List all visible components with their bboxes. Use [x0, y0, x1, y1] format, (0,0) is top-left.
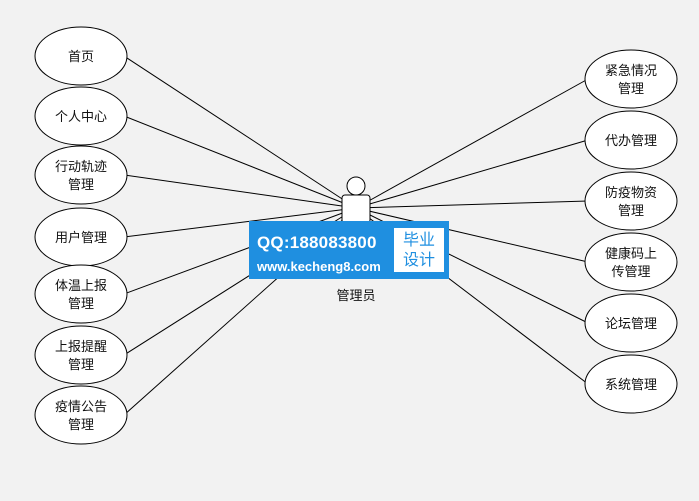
actor-head [346, 176, 366, 196]
actor-label: 管理员 [336, 289, 375, 304]
use-case-ellipse [34, 86, 128, 146]
left-association-3 [123, 174, 357, 209]
use-case-ellipse [584, 354, 678, 414]
left-use-case-4[interactable]: 用户管理 [34, 207, 128, 267]
use-case-ellipse [584, 171, 678, 231]
watermark-banner: QQ:188083800 www.kecheng8.com 毕业 设计 [249, 221, 449, 279]
right-use-case-5[interactable]: 论坛管理 [584, 293, 678, 353]
actor-body [341, 194, 371, 224]
use-case-ellipse [34, 325, 128, 385]
left-association-4 [123, 207, 357, 238]
use-case-ellipse [34, 385, 128, 445]
use-case-ellipse [584, 49, 678, 109]
watermark-qq: QQ:188083800 [257, 233, 377, 252]
use-case-nodes: 首页个人中心行动轨迹管理用户管理体温上报管理上报提醒管理疫情公告管理紧急情况管理… [34, 26, 678, 445]
use-case-label: 体温上报 [55, 279, 107, 294]
use-case-label: 传管理 [611, 265, 650, 280]
use-case-label: 健康码上 [605, 246, 657, 262]
use-case-label: 管理 [618, 82, 644, 97]
right-association-2 [355, 139, 589, 209]
left-association-2 [123, 115, 357, 209]
right-use-case-6[interactable]: 系统管理 [584, 354, 678, 414]
watermark-badge-line1: 毕业 [402, 230, 435, 249]
use-case-label: 系统管理 [605, 378, 657, 393]
use-case-label: 个人中心 [55, 110, 107, 125]
right-association-3 [355, 200, 589, 209]
use-case-label: 论坛管理 [605, 317, 657, 332]
use-case-label: 管理 [68, 178, 94, 193]
right-association-1 [355, 78, 589, 209]
actor-figure: 管理员 [336, 176, 376, 304]
use-case-ellipse [34, 264, 128, 324]
use-case-label: 疫情公告 [55, 399, 107, 415]
use-case-label: 管理 [68, 358, 94, 373]
use-case-ellipse [34, 145, 128, 205]
use-case-label: 用户管理 [55, 230, 107, 246]
use-case-ellipse [34, 26, 128, 86]
left-association-1 [123, 55, 357, 209]
watermark-badge: 毕业 设计 [394, 228, 444, 272]
use-case-label: 紧急情况 [605, 64, 657, 79]
use-case-label: 代办管理 [605, 134, 657, 149]
watermark-badge-line2: 设计 [402, 250, 435, 269]
use-case-ellipse [584, 293, 678, 353]
watermark-site: www.kecheng8.com [257, 259, 381, 274]
use-case-label: 管理 [68, 418, 94, 433]
use-case-label: 管理 [68, 297, 94, 312]
use-case-ellipse [584, 110, 678, 170]
use-case-label: 首页 [68, 50, 94, 65]
use-case-ellipse [584, 232, 678, 292]
right-association-4 [355, 207, 589, 263]
use-case-label: 管理 [618, 204, 644, 219]
use-case-label: 行动轨迹 [55, 160, 107, 175]
use-case-label: 防疫物资 [605, 185, 657, 201]
use-case-label: 上报提醒 [55, 339, 107, 355]
left-use-case-2[interactable]: 个人中心 [34, 86, 128, 146]
right-use-case-2[interactable]: 代办管理 [584, 110, 678, 170]
left-use-case-1[interactable]: 首页 [34, 26, 128, 86]
